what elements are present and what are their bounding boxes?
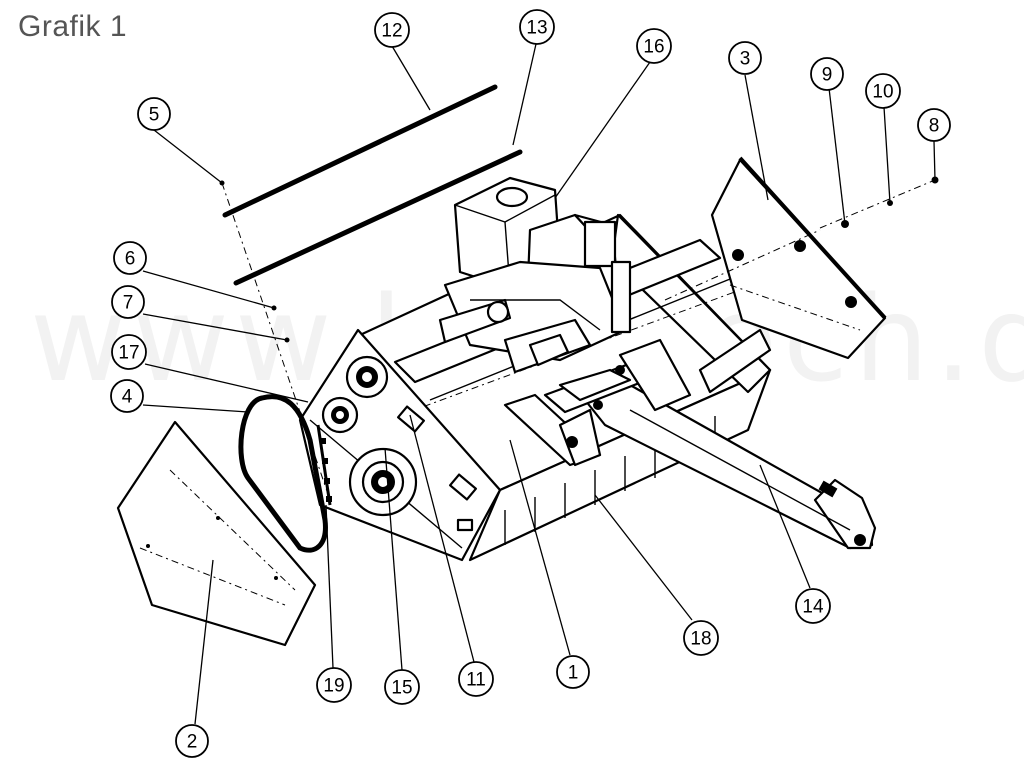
svg-text:18: 18 — [690, 629, 711, 650]
rod-12 — [222, 84, 498, 218]
svg-text:11: 11 — [466, 670, 486, 691]
callout-11: 11 — [458, 661, 494, 697]
svg-text:5: 5 — [149, 105, 160, 126]
callout-12: 12 — [374, 12, 410, 48]
upper-pulley — [345, 355, 389, 399]
svg-text:17: 17 — [118, 343, 139, 364]
callout-1: 1 — [556, 655, 590, 689]
cover-plate-3 — [710, 156, 887, 360]
svg-text:9: 9 — [822, 65, 833, 86]
svg-text:7: 7 — [123, 293, 134, 314]
callout-18: 18 — [683, 620, 719, 656]
svg-text:16: 16 — [643, 37, 664, 58]
figure-title: Grafik 1 — [18, 10, 128, 43]
callout-5: 5 — [137, 97, 171, 131]
callout-4: 4 — [110, 379, 144, 413]
svg-text:10: 10 — [872, 82, 893, 103]
callout-15: 15 — [384, 669, 420, 705]
v-belt-17 — [238, 394, 328, 553]
svg-text:1: 1 — [568, 663, 579, 684]
svg-text:13: 13 — [526, 18, 547, 39]
svg-text:8: 8 — [929, 116, 940, 137]
callout-6: 6 — [113, 241, 147, 275]
svg-text:4: 4 — [122, 387, 133, 408]
callout-10: 10 — [865, 73, 901, 109]
hitch-linkage — [503, 338, 692, 467]
svg-text:14: 14 — [802, 597, 824, 618]
callout-3: 3 — [728, 41, 762, 75]
callout-17: 17 — [111, 334, 147, 370]
svg-text:12: 12 — [381, 21, 402, 42]
svg-text:6: 6 — [125, 249, 136, 270]
callout-16: 16 — [636, 28, 672, 64]
leader-lines — [142, 43, 936, 725]
gearbox-16 — [438, 176, 632, 374]
pulley-15 — [348, 447, 418, 517]
callout-8: 8 — [917, 108, 951, 142]
callout-19: 19 — [316, 667, 352, 703]
fastener-strip-19 — [316, 424, 332, 506]
middle-pulley — [321, 396, 359, 434]
callout-2: 2 — [175, 724, 209, 758]
cover-plate-2 — [116, 420, 317, 647]
svg-text:2: 2 — [187, 732, 198, 753]
svg-text:15: 15 — [391, 678, 412, 699]
callout-13: 13 — [519, 9, 555, 45]
rod-13 — [233, 149, 523, 286]
svg-text:3: 3 — [740, 49, 751, 70]
callout-14: 14 — [795, 588, 831, 624]
callout-7: 7 — [111, 285, 145, 319]
callout-9: 9 — [810, 57, 844, 91]
svg-text:19: 19 — [323, 676, 344, 697]
